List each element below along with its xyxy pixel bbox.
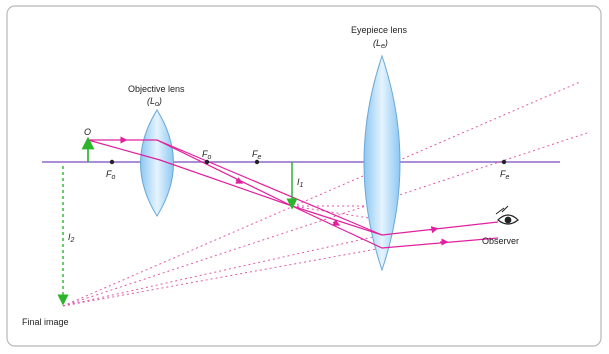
focal-label-fe: Fe xyxy=(252,149,262,161)
eyepiece-lens-title: Eyepiece lens xyxy=(351,25,408,35)
focal-label-fo: Fo xyxy=(106,169,116,181)
ray-direction-arrows xyxy=(120,136,449,246)
focal-label-fe-right: Fe xyxy=(500,169,510,181)
final-image-distance-label: I2 xyxy=(68,232,75,244)
eyepiece-lens xyxy=(363,54,401,272)
eye-icon xyxy=(495,205,519,225)
real-rays xyxy=(87,139,499,249)
final-image-label: Final image xyxy=(22,317,69,327)
focal-label-fo-prime: Fo xyxy=(202,149,212,161)
objective-lens-title: Objective lens xyxy=(128,84,185,94)
eyepiece-lens-symbol: (Le) xyxy=(373,38,388,50)
intermediate-image-label: I1 xyxy=(297,177,304,189)
focal-points xyxy=(109,159,507,165)
objective-lens xyxy=(140,109,174,217)
diagram-frame xyxy=(6,5,602,347)
objective-lens-symbol: (Lo) xyxy=(147,96,162,108)
observer-label: Observer xyxy=(482,236,519,246)
object-label: O xyxy=(84,127,91,137)
